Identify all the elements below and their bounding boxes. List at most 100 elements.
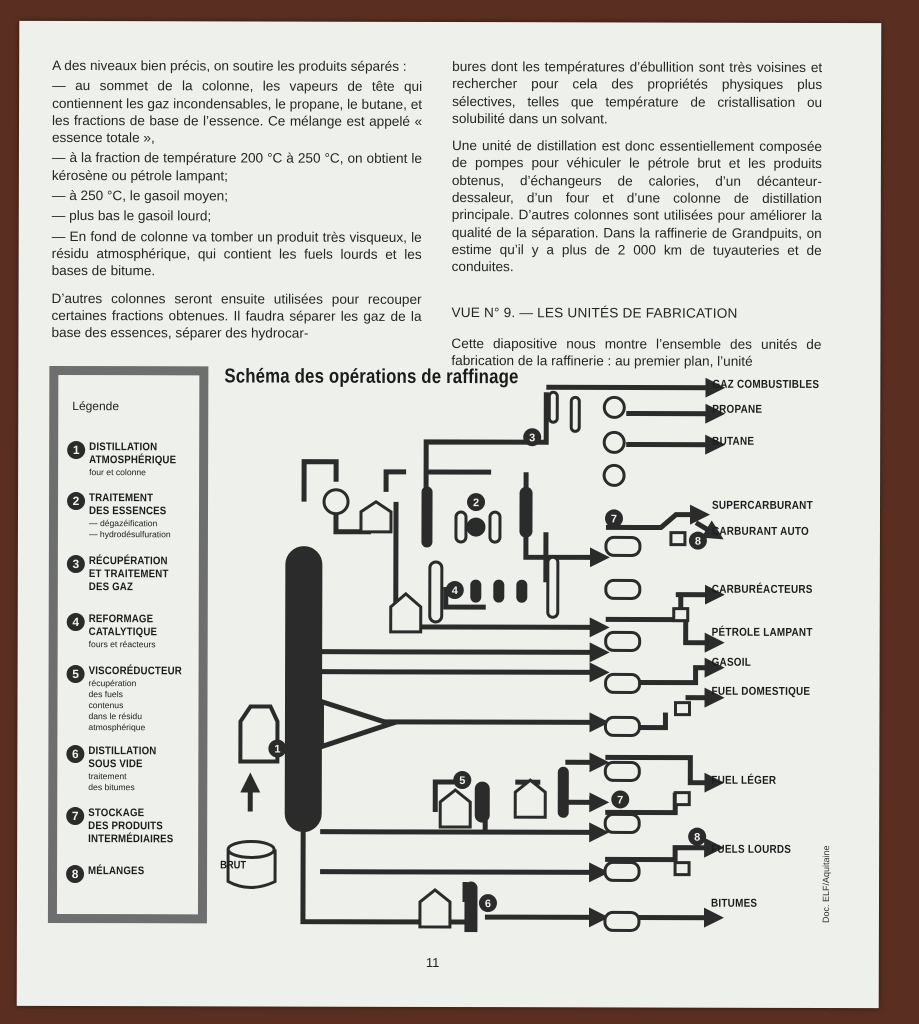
output-label: PÉTROLE LAMPANT	[711, 626, 813, 639]
refining-flow-diagram: 1 2 3 4 5 6 7 7 8 8	[226, 377, 726, 934]
flow-line	[432, 779, 456, 812]
unit-marker-label: 5	[459, 775, 465, 787]
paragraph: Une unité de distillation est donc essen…	[451, 138, 822, 275]
column	[547, 390, 559, 424]
output-label: GASOIL	[711, 656, 752, 669]
left-text-column: A des niveaux bien précis, on soutire le…	[51, 57, 422, 345]
output-label: BUTANE	[712, 435, 755, 448]
mixer	[673, 791, 691, 807]
flow-line	[301, 459, 339, 502]
flow-line	[605, 754, 725, 793]
cone-draw	[318, 698, 399, 751]
output-label: FUEL LÉGER	[711, 774, 777, 787]
flow-line	[320, 822, 610, 843]
page-number: 11	[425, 954, 440, 970]
unit-marker-8	[688, 531, 707, 550]
paragraph: — à 250 °C, le gasoil moyen;	[51, 188, 229, 204]
vessel	[546, 555, 560, 619]
furnace	[418, 888, 452, 929]
furnace	[389, 591, 423, 634]
mixer	[669, 531, 687, 547]
flow-line	[383, 469, 407, 492]
paragraph: D’autres colonnes seront ensuite utilisé…	[51, 290, 422, 341]
output-label: SUPERCARBURANT	[712, 499, 813, 512]
flow-line	[605, 504, 711, 531]
unit-marker-label: 7	[611, 513, 617, 525]
unit-marker-4	[445, 581, 464, 600]
paragraph: — plus bas le gasoil lourd;	[51, 208, 212, 224]
column	[569, 395, 581, 433]
unit-marker-label: 8	[695, 536, 701, 548]
crude-tank-top	[226, 839, 276, 859]
mixer	[672, 607, 690, 623]
reactor	[470, 579, 482, 603]
flow-line	[320, 862, 610, 883]
paragraph: — au sommet de la colonne, les vapeurs d…	[51, 78, 423, 146]
unit-markers	[268, 428, 707, 913]
unit-marker-label: 2	[473, 497, 479, 509]
unit-marker-3	[523, 428, 542, 447]
unit-marker-7b	[611, 790, 630, 809]
column	[464, 881, 478, 934]
furnace	[513, 778, 547, 819]
storage-tank	[604, 535, 642, 557]
unit-marker-label: 8	[694, 832, 700, 844]
sphere-tank	[602, 430, 626, 454]
unit-marker-label: 7	[617, 794, 623, 806]
furnace	[438, 788, 472, 829]
paragraph: — à la fraction de température 200 °C à …	[51, 150, 422, 184]
paragraph: A des niveaux bien précis, on soutire le…	[52, 57, 407, 74]
storage-tank	[604, 578, 642, 600]
unit-marker-7	[604, 509, 623, 528]
sphere-tank	[602, 395, 626, 419]
storage-tank	[603, 715, 641, 737]
unit-marker-2	[467, 493, 486, 512]
storage-tank	[603, 860, 641, 882]
reactor	[493, 579, 505, 603]
sphere-tank	[602, 463, 626, 487]
output-label: GAZ COMBUSTIBLES	[712, 378, 820, 391]
column	[557, 766, 569, 818]
section-heading: VUE N° 9. — LES UNITÉS DE FABRICATION	[451, 304, 738, 321]
mixer	[673, 701, 692, 717]
unit-marker-label: 1	[274, 744, 280, 756]
unit-marker-8b	[688, 827, 707, 846]
paragraph: bures dont les températures d’ébullition…	[452, 59, 823, 127]
flow-line	[523, 472, 610, 568]
storage-tank	[604, 672, 642, 694]
storage-tank	[604, 630, 642, 652]
unit-marker-1	[268, 739, 287, 758]
drum	[466, 517, 486, 537]
storage-tank	[603, 910, 641, 932]
vessel	[454, 510, 468, 544]
flow-line	[605, 657, 725, 686]
reactor	[516, 579, 528, 603]
drum	[322, 488, 350, 516]
output-label: PROPANE	[712, 403, 763, 416]
flow-line	[694, 520, 724, 540]
flow-line	[320, 642, 610, 663]
flow-line	[443, 586, 486, 610]
unit-marker-6	[478, 894, 497, 913]
crude-tank	[226, 849, 277, 889]
storage-tank	[603, 812, 641, 834]
flow-line	[423, 392, 549, 512]
crude-furnace	[238, 704, 280, 764]
furnace	[359, 500, 393, 534]
document-page: A des niveaux bien précis, on soutire le…	[16, 20, 882, 1009]
crude-label: BRUT	[220, 859, 247, 872]
flow-line	[300, 831, 465, 925]
image-credit: Doc. ELF/Aquitaine	[820, 845, 832, 924]
main-column	[284, 546, 323, 833]
vessel	[488, 510, 502, 544]
output-label: FUEL DOMESTIQUE	[711, 685, 811, 698]
mixer	[673, 861, 691, 877]
unit-marker-label: 3	[529, 432, 535, 444]
vessel	[428, 560, 444, 624]
output-label: FUELS LOURDS	[711, 843, 792, 856]
unit-marker-5	[453, 771, 472, 790]
flow-line	[605, 837, 725, 863]
output-label: CARBURANT AUTO	[711, 525, 809, 538]
output-label: BITUMES	[710, 897, 758, 910]
unit-marker-label: 6	[485, 898, 491, 910]
